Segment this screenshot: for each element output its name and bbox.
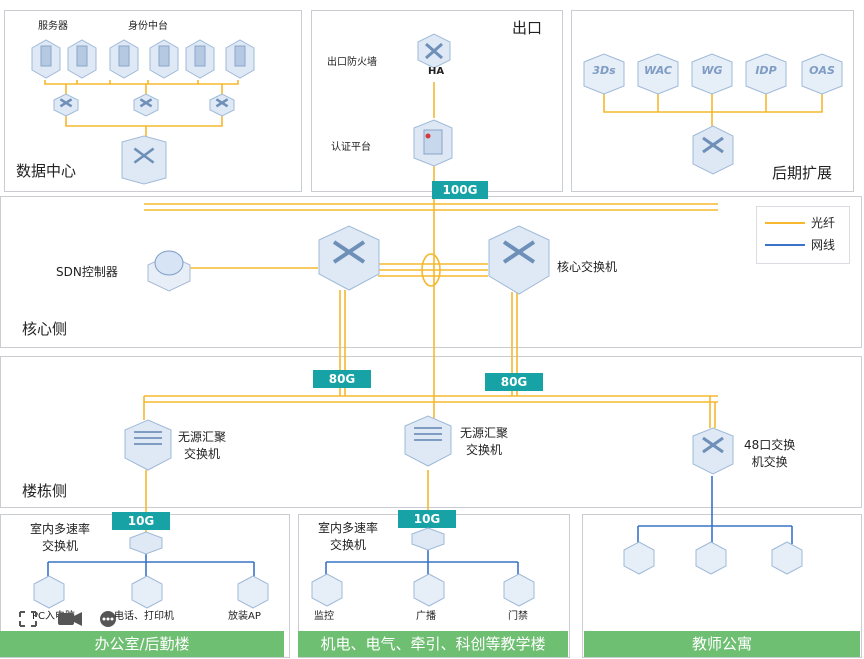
access-switch-mid-icon xyxy=(410,526,446,556)
door-label: 门禁 xyxy=(508,611,528,622)
apartment-ap-icon xyxy=(622,540,656,580)
auth-platform-icon xyxy=(410,116,456,172)
badge-agg-right: 80G xyxy=(485,373,543,391)
apartment-phone-icon xyxy=(694,540,728,580)
broadcast-label: 广播 xyxy=(416,611,436,622)
zone-building-label: 楼栋侧 xyxy=(22,482,68,500)
dc-server-bus xyxy=(44,80,239,85)
legend: 光纤 网线 xyxy=(756,206,850,264)
dc-agg-bus xyxy=(65,116,223,138)
badge-agg-left: 80G xyxy=(313,370,371,388)
future-module-icon: OAS xyxy=(800,52,844,100)
access-mid-label: 室内多速率 交换机 xyxy=(318,521,379,552)
core-panel xyxy=(0,196,862,348)
zone-future-label: 后期扩展 xyxy=(772,164,833,182)
firewall-label: 出口防火墙 xyxy=(327,57,377,68)
auth-label: 认证平台 xyxy=(331,142,371,153)
identity-label: 身份中台 xyxy=(128,21,168,32)
future-module-label: 3Ds xyxy=(592,64,616,77)
future-module-icon: WG xyxy=(690,52,734,100)
more-icon xyxy=(100,611,116,627)
apartment-door-icon xyxy=(770,540,804,580)
zone-core-label: 核心侧 xyxy=(22,320,68,338)
ap-label: 放装AP xyxy=(228,611,261,622)
pc-icon xyxy=(32,574,66,614)
core-switch-left-icon xyxy=(316,222,382,298)
future-module-icon: WAC xyxy=(636,52,680,100)
zone-exit-label: 出口 xyxy=(512,19,543,37)
server-icon xyxy=(148,38,180,84)
agg-switch-left-icon xyxy=(122,416,174,476)
video-camera-icon xyxy=(58,612,82,626)
agg-switch-mid-icon xyxy=(402,412,454,472)
future-module-label: IDP xyxy=(755,64,777,77)
core-switch-label: 核心交换机 xyxy=(557,260,618,274)
ap-icon xyxy=(236,574,270,614)
dc-access-switch-icon xyxy=(208,92,236,122)
pc-label: PC入电脑 xyxy=(32,611,76,622)
server-icon xyxy=(30,38,62,84)
future-module-label: WAC xyxy=(644,64,672,77)
access-switch-left-icon xyxy=(128,530,164,560)
future-module-icon: IDP xyxy=(744,52,788,100)
server-icon xyxy=(108,38,140,84)
phone-printer-label: 电话、打印机 xyxy=(114,611,174,622)
future-module-label: OAS xyxy=(809,64,835,77)
dc-access-switch-icon xyxy=(132,92,160,122)
badge-access-left: 10G xyxy=(112,512,170,530)
switch-48-label: 48口交换 机交换 xyxy=(744,438,796,469)
server-icon xyxy=(184,38,216,84)
future-module-icon: 3Ds xyxy=(582,52,626,100)
dc-core-switch-icon xyxy=(120,134,168,190)
bottom-teaching: 机电、电气、牵引、科创等教学楼 xyxy=(298,631,568,657)
agg-left-label: 无源汇聚 交换机 xyxy=(178,430,227,461)
bottom-office: 办公室/后勤楼 xyxy=(0,631,284,657)
firewall-icon xyxy=(414,28,454,76)
speaker-icon xyxy=(412,572,446,612)
access-left-label: 室内多速率 交换机 xyxy=(30,522,91,553)
agg-mid-label: 无源汇聚 交换机 xyxy=(460,426,509,457)
door-access-icon xyxy=(502,572,536,612)
monitor-label: 监控 xyxy=(314,611,334,622)
core-switch-right-icon xyxy=(486,222,552,302)
media-toolbar xyxy=(16,608,136,630)
camera-icon xyxy=(310,572,344,612)
server-icon xyxy=(66,38,98,84)
zone-datacenter-label: 数据中心 xyxy=(16,162,77,180)
dc-access-switch-icon xyxy=(52,92,80,122)
bottom-apartment: 教师公寓 xyxy=(584,631,860,657)
phone-printer-icon xyxy=(130,574,164,614)
server-label: 服务器 xyxy=(38,21,68,32)
server-icon xyxy=(224,38,256,84)
badge-access-mid: 10G xyxy=(398,510,456,528)
capture-icon xyxy=(19,611,37,627)
future-switch-icon xyxy=(690,122,736,180)
sdn-controller-icon xyxy=(145,243,193,299)
sdn-label: SDN控制器 xyxy=(56,265,118,279)
ha-label: HA xyxy=(428,66,445,77)
future-module-label: WG xyxy=(701,64,723,77)
badge-exit-bandwidth: 100G xyxy=(432,181,488,199)
switch-48-icon xyxy=(690,424,736,480)
future-bus xyxy=(603,94,823,128)
